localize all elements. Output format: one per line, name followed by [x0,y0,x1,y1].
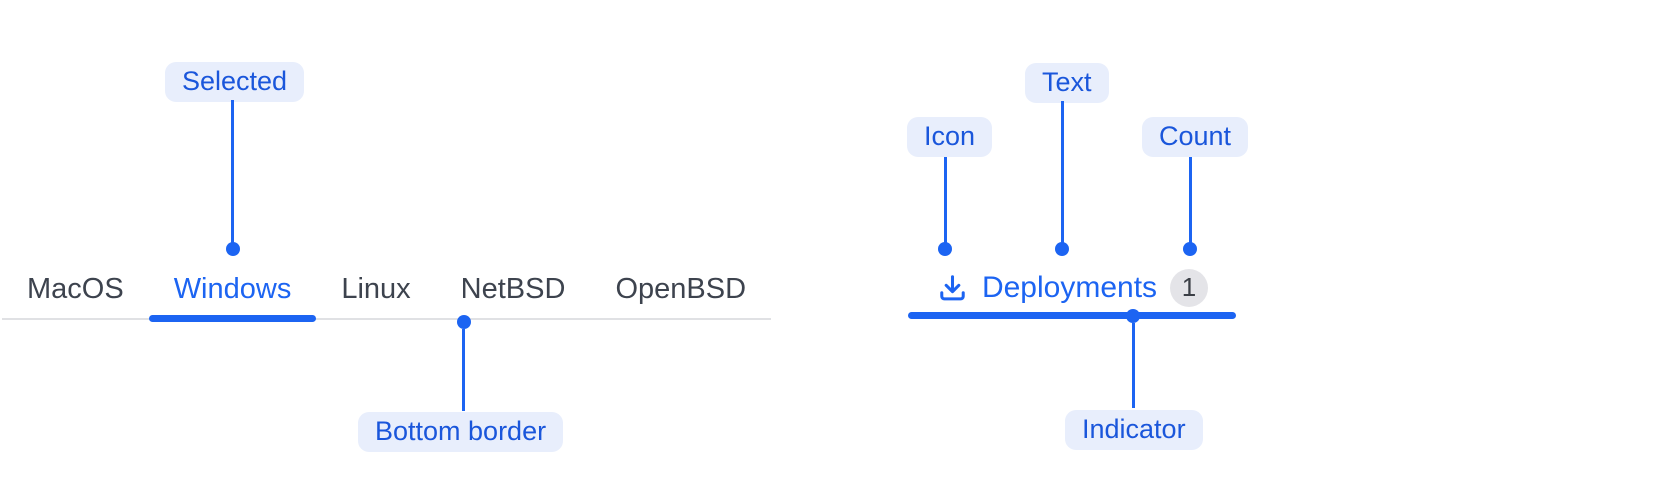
tab-macos-label: MacOS [27,272,124,305]
icon-callout-line [944,157,947,246]
count-callout-label: Count [1142,117,1249,157]
indicator-callout-dot [1126,309,1140,323]
count-callout-line [1189,157,1192,246]
tab-openbsd-label: OpenBSD [615,272,747,305]
deployments-tab[interactable]: Deployments 1 [908,256,1236,319]
text-callout-dot [1055,242,1069,256]
indicator-callout-line [1132,323,1135,408]
bottom-border-callout-dot [457,315,471,329]
bottom-border-callout-line [462,329,465,411]
bottom-border-callout-label: Bottom border [358,412,564,452]
tab-linux[interactable]: Linux [316,260,435,318]
tab-windows-underline [148,315,317,322]
text-callout-line [1061,101,1064,246]
selected-callout-line [231,100,234,244]
os-tab-bar: MacOS Windows Linux NetBSD OpenBSD [2,260,772,322]
tab-linux-label: Linux [341,272,411,305]
deployments-tab-indicator [908,312,1236,319]
tab-openbsd[interactable]: OpenBSD [590,260,771,318]
icon-callout-label: Icon [907,117,993,157]
tab-netbsd-label: NetBSD [460,272,566,305]
deployments-tab-label: Deployments [981,270,1158,304]
text-callout-label: Text [1025,63,1109,103]
count-callout-dot [1183,242,1197,256]
tab-windows[interactable]: Windows [148,260,317,322]
download-icon [936,271,969,304]
indicator-callout-label: Indicator [1065,410,1203,450]
tab-windows-label: Windows [173,272,292,305]
selected-callout-label: Selected [165,62,305,102]
tab-netbsd[interactable]: NetBSD [436,260,591,318]
deployments-count-badge: 1 [1170,268,1209,307]
selected-callout-dot [226,242,240,256]
tab-macos[interactable]: MacOS [2,260,149,318]
icon-callout-dot [938,242,952,256]
